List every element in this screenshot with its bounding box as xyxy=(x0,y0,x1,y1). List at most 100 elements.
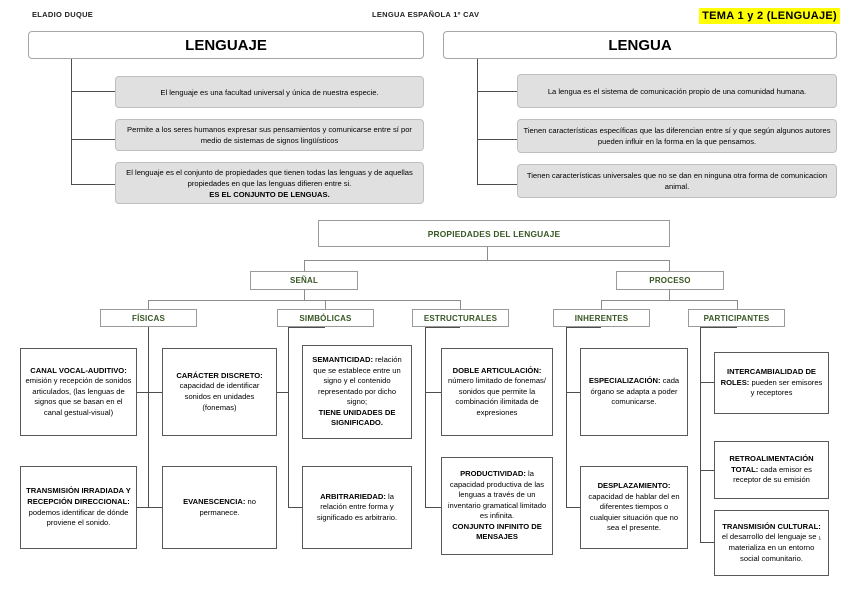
connector-inherentes-spine xyxy=(566,327,567,507)
lenguaje-statement-1-text: El lenguaje es una facultad universal y … xyxy=(160,87,379,97)
leaf-canal-head: CANAL VOCAL-AUDITIVO: xyxy=(30,365,127,375)
leaf-transmision-irradiada-head: TRANSMISIÓN IRRADIADA Y RECEPCIÓN DIRECC… xyxy=(26,486,131,506)
leaf-caracter-head: CARÁCTER DISCRETO: xyxy=(176,370,263,380)
leaf-especializacion-body: cada órgano se adapta a poder comunicars… xyxy=(590,376,680,407)
lenguaje-statement-3-bold: ES EL CONJUNTO DE LENGUAS. xyxy=(209,189,330,199)
connector-proceso-up xyxy=(669,260,670,271)
leaf-desplazamiento-head: DESPLAZAMIENTO: xyxy=(597,481,671,491)
connector-senal-bus xyxy=(148,300,460,301)
leaf-productividad-head: PRODUCTIVIDAD: xyxy=(460,468,526,478)
connector-lengua-2 xyxy=(477,139,517,140)
connector-estructurales-up xyxy=(460,300,461,309)
leaf-semanticidad-body: relación que se establece entre un signo… xyxy=(313,354,402,407)
connector-fisicas-to-evanescencia xyxy=(148,507,162,508)
connector-lenguaje-spine xyxy=(71,59,72,184)
connector-participantes-to-retroalimentacion xyxy=(700,470,714,471)
leaf-especializacion: ESPECIALIZACIÓN: cada órgano se adapta a… xyxy=(580,348,688,436)
leaf-especializacion-head: ESPECIALIZACIÓN: xyxy=(588,376,661,386)
leaf-caracter-body: capacidad de identificar sonidos en unid… xyxy=(179,381,260,412)
leaf-evanescencia: EVANESCENCIA: no permanece. xyxy=(162,466,277,549)
connector-fisicas-spine xyxy=(148,327,149,507)
propiedades-root-box: PROPIEDADES DEL LENGUAJE xyxy=(318,220,670,247)
leaf-intercambialidad-body: pueden ser emisores y receptores xyxy=(749,377,823,398)
connector-proceso-down xyxy=(669,290,670,300)
lenguaje-statement-2-text: Permite a los seres humanos expresar sus… xyxy=(127,125,412,145)
leaf-doble-body: número limitado de fonemas/ sonidos que … xyxy=(448,376,546,417)
connector-participantes-up xyxy=(737,300,738,309)
connector-estructurales-to-productividad xyxy=(425,507,441,508)
leaf-doble-head: DOBLE ARTICULACIÓN: xyxy=(452,365,542,375)
category-inherentes-box: INHERENTES xyxy=(553,309,650,327)
leaf-doble-articulacion: DOBLE ARTICULACIÓN: número limitado de f… xyxy=(441,348,553,436)
lengua-statement-3: Tienen características universales que n… xyxy=(517,164,837,198)
connector-senal-down xyxy=(304,290,305,300)
leaf-canal-vocal-auditivo: CANAL VOCAL-AUDITIVO: emisión y recepció… xyxy=(20,348,137,436)
leaf-productividad-body: la capacidad productiva de las lenguas a… xyxy=(447,468,547,521)
connector-simbolicas-to-semanticidad xyxy=(277,392,288,393)
leaf-retroalimentacion-total: RETROALIMENTACIÓN TOTAL: cada emisor es … xyxy=(714,441,829,499)
lenguaje-title-box: LENGUAJE xyxy=(28,31,424,59)
leaf-arbitrariedad-body: la relación entre forma y significado es… xyxy=(316,491,398,522)
connector-fisicas-to-transmision xyxy=(137,507,148,508)
leaf-arbitrariedad: ARBITRARIEDAD: la relación entre forma y… xyxy=(302,466,412,549)
leaf-semanticidad: SEMANTICIDAD: relación que se establece … xyxy=(302,345,412,439)
leaf-semanticidad-tail: TIENE UNIDADES DE SIGNIFICADO. xyxy=(318,407,396,428)
leaf-retroalimentacion-body: cada emisor es receptor de su emisión xyxy=(733,464,812,485)
connector-senal-up xyxy=(304,260,305,271)
connector-root-down xyxy=(487,247,488,260)
lenguaje-statement-2: Permite a los seres humanos expresar sus… xyxy=(115,119,424,151)
connector-fisicas-to-caracter xyxy=(148,392,162,393)
connector-inherentes-up xyxy=(601,300,602,309)
leaf-intercambialidad-de-roles: INTERCAMBIALIDAD DE ROLES: pueden ser em… xyxy=(714,352,829,414)
leaf-productividad: PRODUCTIVIDAD: la capacidad productiva d… xyxy=(441,457,553,555)
branch-senal-box: SEÑAL xyxy=(250,271,358,290)
category-fisicas-box: FÍSICAS xyxy=(100,309,197,327)
connector-lenguaje-1 xyxy=(71,91,115,92)
connector-lengua-1 xyxy=(477,91,517,92)
leaf-caracter-discreto: CARÁCTER DISCRETO: capacidad de identifi… xyxy=(162,348,277,436)
leaf-productividad-tail: CONJUNTO INFINITO DE MENSAJES xyxy=(452,521,542,542)
lenguaje-title: LENGUAJE xyxy=(185,36,267,54)
lengua-statement-2-text: Tienen características específicas que l… xyxy=(523,126,831,146)
connector-participantes-to-transmision xyxy=(700,542,714,543)
connector-estructurales-to-doble xyxy=(425,392,441,393)
lengua-statement-1-text: La lengua es el sistema de comunicación … xyxy=(547,86,807,96)
leaf-transmision-cultural-head: TRANSMISIÓN CULTURAL: xyxy=(722,521,821,531)
branch-proceso-box: PROCESO xyxy=(616,271,724,290)
connector-simbolicas-spine xyxy=(288,327,289,507)
leaf-desplazamiento-body: capacidad de hablar del en diferentes ti… xyxy=(588,491,680,533)
connector-fisicas-to-canal xyxy=(137,392,148,393)
leaf-desplazamiento: DESPLAZAMIENTO: capacidad de hablar del … xyxy=(580,466,688,549)
connector-fisicas-up xyxy=(148,300,149,309)
header-topic-badge: TEMA 1 y 2 (LENGUAJE) xyxy=(699,8,840,24)
connector-simbolicas-top-stub xyxy=(288,327,325,328)
leaf-transmision-cultural-body: el desarrollo del lenguaje se ₁ material… xyxy=(721,532,822,563)
leaf-transmision-irradiada-body: podemos identificar de dónde proviene el… xyxy=(28,507,129,528)
connector-inherentes-to-desplazamiento xyxy=(566,507,580,508)
propiedades-root-label: PROPIEDADES DEL LENGUAJE xyxy=(427,228,561,239)
connector-lenguaje-2 xyxy=(71,139,115,140)
leaf-intercambialidad-head: INTERCAMBIALIDAD DE ROLES: xyxy=(720,367,816,387)
lengua-statement-1: La lengua es el sistema de comunicación … xyxy=(517,74,837,108)
connector-simbolicas-up xyxy=(325,300,326,309)
connector-simbolicas-to-arbitrariedad xyxy=(288,507,302,508)
leaf-transmision-irradiada: TRANSMISIÓN IRRADIADA Y RECEPCIÓN DIRECC… xyxy=(20,466,137,549)
category-simbolicas-box: SIMBÓLICAS xyxy=(277,309,374,327)
connector-inherentes-to-especializacion xyxy=(566,392,580,393)
lenguaje-statement-1: El lenguaje es una facultad universal y … xyxy=(115,76,424,108)
connector-participantes-to-intercambialidad xyxy=(700,382,714,383)
lengua-title-box: LENGUA xyxy=(443,31,837,59)
branch-senal-label: SEÑAL xyxy=(289,276,319,285)
leaf-canal-body: emisión y recepción de sonidos articulad… xyxy=(25,376,132,417)
leaf-evanescencia-head: EVANESCENCIA: xyxy=(183,496,246,506)
branch-proceso-label: PROCESO xyxy=(649,276,691,285)
lenguaje-statement-3: El lenguaje es el conjunto de propiedade… xyxy=(115,162,424,204)
category-simbolicas-label: SIMBÓLICAS xyxy=(299,313,352,323)
lengua-statement-2: Tienen características específicas que l… xyxy=(517,119,837,153)
connector-estructurales-top-stub xyxy=(425,327,460,328)
connector-participantes-spine xyxy=(700,327,701,542)
connector-lenguaje-3 xyxy=(71,184,115,185)
category-fisicas-label: FÍSICAS xyxy=(132,313,165,323)
leaf-arbitrariedad-head: ARBITRARIEDAD: xyxy=(320,491,386,501)
header-author: ELADIO DUQUE xyxy=(32,10,94,19)
